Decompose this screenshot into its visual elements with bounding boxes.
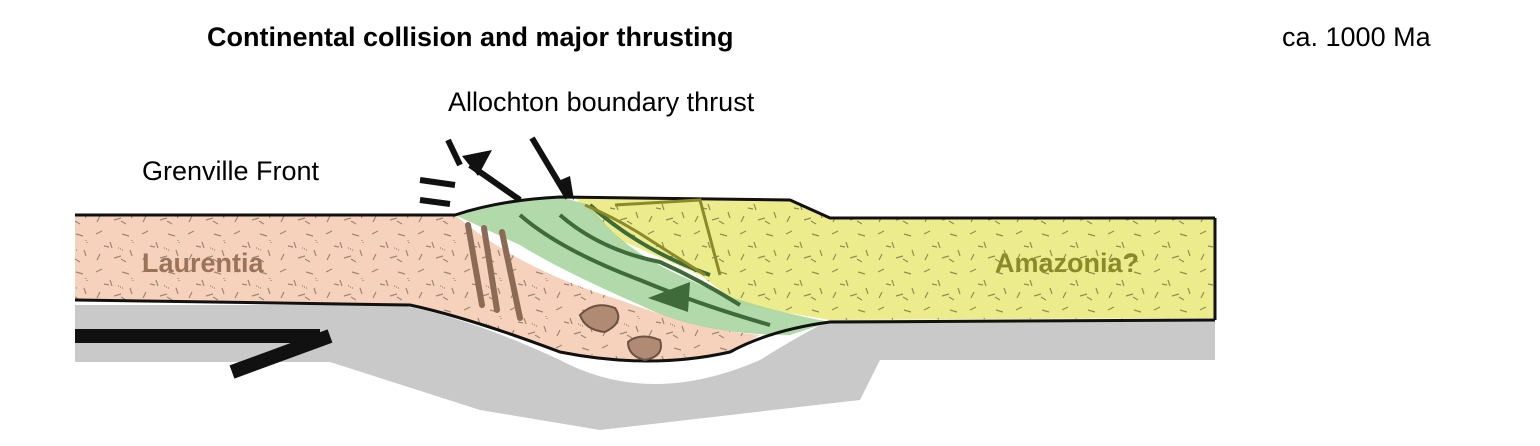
outlines: [74, 195, 1217, 363]
plate-motion-arrow: [75, 329, 333, 379]
amazonia-label: Amazonia?: [995, 248, 1140, 278]
down-arrow-head-icon: [556, 176, 574, 200]
age-label: ca. 1000 Ma: [1282, 22, 1431, 52]
laurentia-label: Laurentia: [142, 248, 264, 278]
grenville-front-label: Grenville Front: [142, 156, 320, 186]
up-arrow-head-icon: [462, 150, 492, 176]
laurentia-faults: [465, 222, 523, 321]
mantle-layer: [75, 305, 1215, 430]
amazonia-internal-lines: [584, 198, 722, 277]
laurentia-inclusions: [578, 304, 662, 362]
diagram-title: Continental collision and major thrustin…: [207, 22, 734, 52]
boundary-thrust-arrows: [419, 136, 571, 207]
allochton-boundary-thrust-label: Allochton boundary thrust: [448, 87, 755, 117]
thrust-arrow-head: [648, 282, 690, 312]
